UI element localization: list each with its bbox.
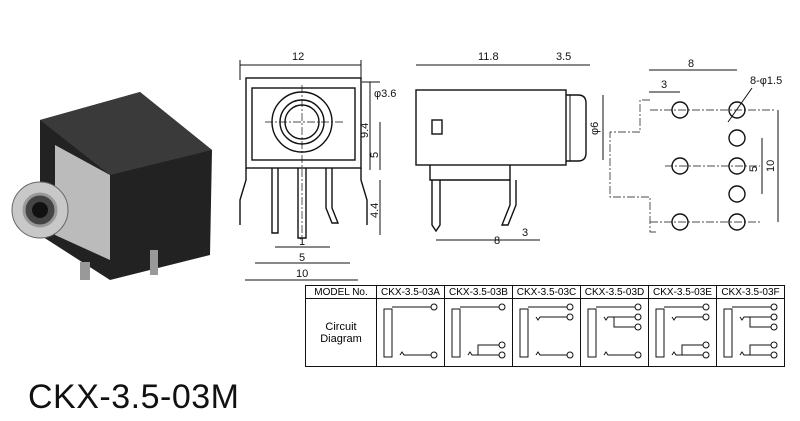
front-view: 12 φ3.6 9.4 5 4.4 1 5 10 [239, 51, 396, 281]
circuit-c [512, 298, 581, 367]
model-c: CKX-3.5-03C [512, 285, 581, 299]
row-label-line1: Circuit [325, 320, 357, 333]
dim-base: 10 [296, 268, 308, 280]
model-f: CKX-3.5-03F [716, 285, 785, 299]
side-view: 11.8 3.5 φ6 8 3 [415, 51, 604, 247]
model-table: MODEL No. CKX-3.5-03A CKX-3.5-03B CKX-3.… [305, 285, 785, 367]
dim-width: 12 [292, 51, 304, 63]
dim-span: 8 [688, 58, 694, 70]
dim-offset: 3 [661, 79, 667, 91]
dim-pin-gap: 3 [522, 227, 528, 239]
circuit-diagram-c [519, 303, 573, 359]
circuit-d [580, 298, 649, 367]
dim-height: 9.4 [359, 123, 371, 138]
product-title: CKX-3.5-03M [28, 378, 240, 416]
dim-pin-pitch: 5 [299, 252, 305, 264]
row-label-line2: Diagram [320, 332, 362, 345]
dim-holes: 8-φ1.5 [750, 75, 782, 87]
circuit-e [648, 298, 717, 367]
model-d: CKX-3.5-03D [580, 285, 649, 299]
dim-center: 5 [369, 152, 381, 158]
dim-nose: 3.5 [556, 51, 571, 63]
circuit-diagram-d [587, 303, 641, 359]
circuit-diagram-a [383, 303, 437, 359]
circuit-diagram-e [655, 303, 709, 359]
circuit-diagram-f [723, 303, 777, 359]
model-b: CKX-3.5-03B [444, 285, 513, 299]
dim-nose-dia: φ6 [589, 122, 601, 135]
dim-pitch: 5 [748, 166, 760, 172]
dim-pin-len: 4.4 [369, 203, 381, 218]
model-e: CKX-3.5-03E [648, 285, 717, 299]
dim-pin-offset: 8 [494, 235, 500, 247]
header-model-no: MODEL No. [305, 285, 377, 299]
pcb-footprint: 8 3 8-φ1.5 5 10 [609, 58, 782, 233]
circuit-b [444, 298, 513, 367]
model-a: CKX-3.5-03A [376, 285, 445, 299]
dim-hole-dia: φ3.6 [374, 88, 396, 100]
dim-total: 10 [765, 160, 777, 172]
circuit-diagram-b [451, 303, 505, 359]
dim-pin-w: 1 [299, 236, 305, 248]
product-photo [11, 92, 212, 280]
dim-length: 11.8 [478, 51, 499, 63]
circuit-f [716, 298, 785, 367]
circuit-a [376, 298, 445, 367]
